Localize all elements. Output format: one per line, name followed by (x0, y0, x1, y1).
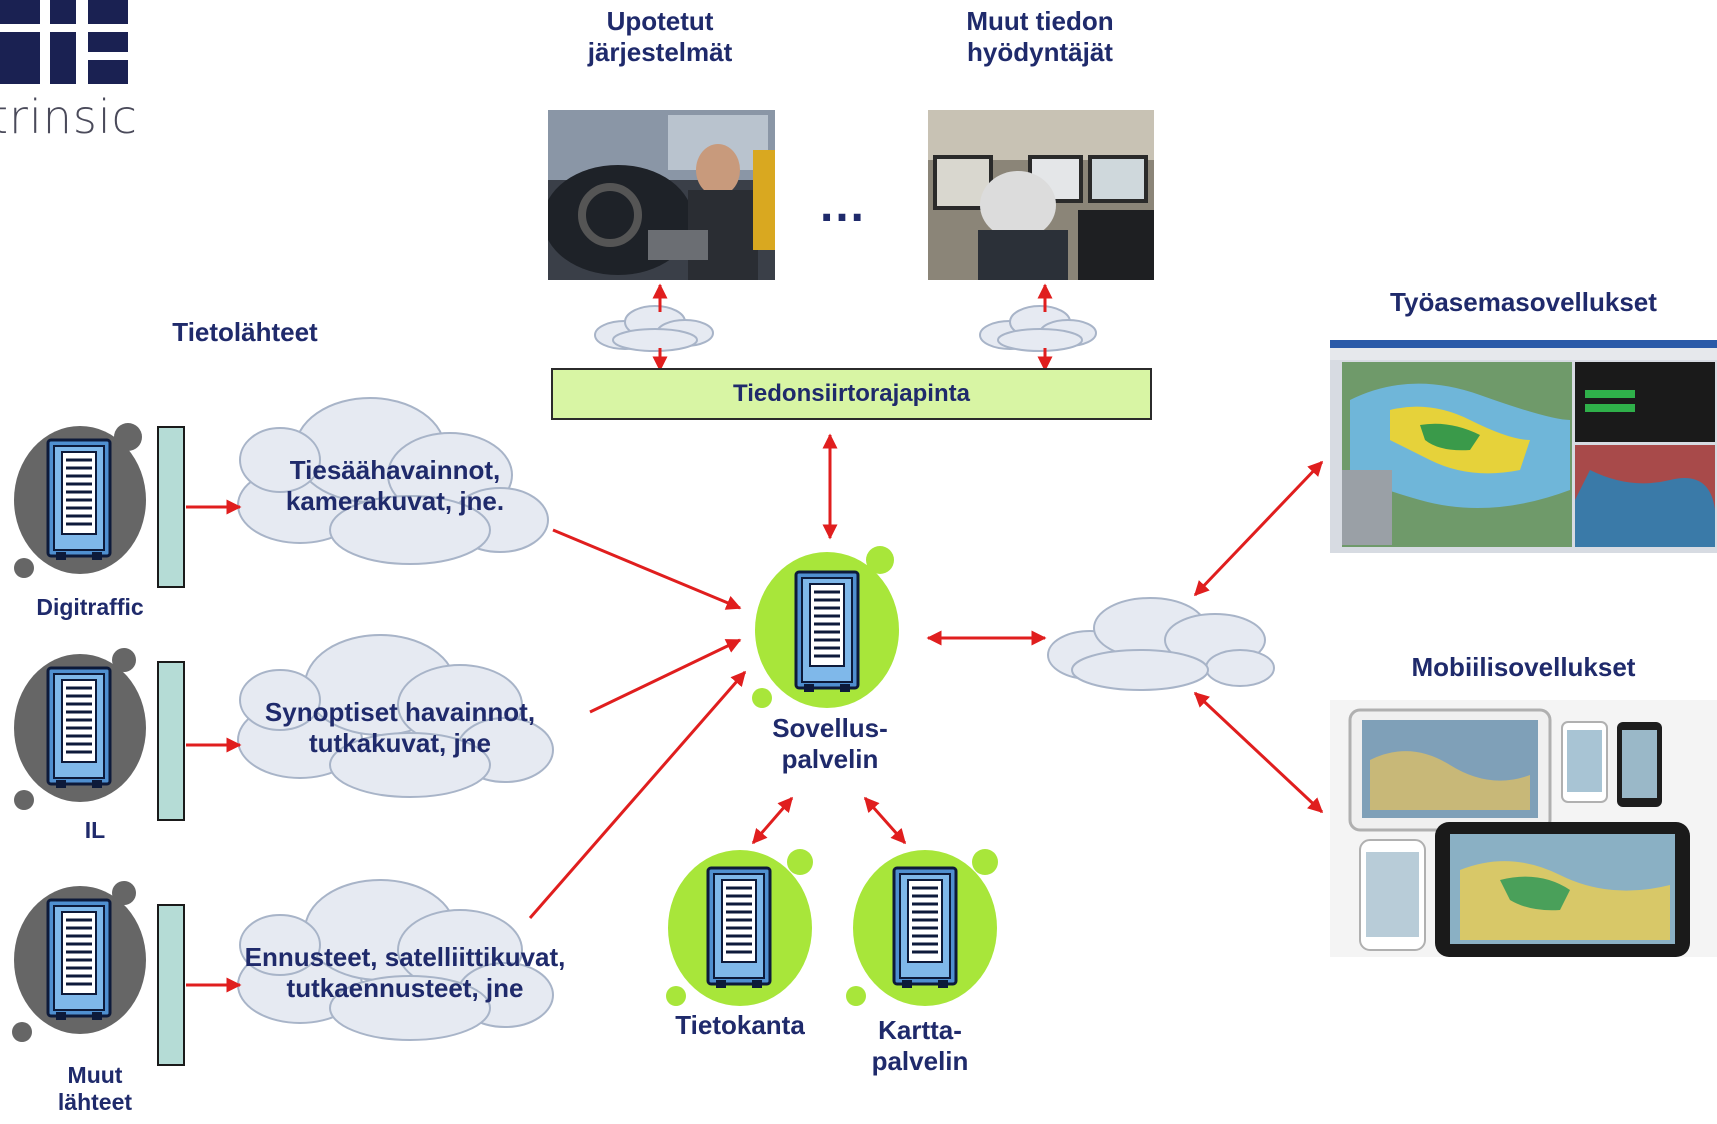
cloud-text-tiesaahavainnot: Tiesäähavainnot, kamerakuvat, jne. (285, 455, 505, 516)
logo-mark (0, 0, 130, 88)
cloud-text-synoptiset: Synoptiset havainnot, tutkakuvat, jne (264, 697, 536, 758)
server-kartta (846, 849, 998, 1006)
title-mobiili: Mobiilisovellukset (1411, 652, 1636, 682)
cloud-tiesaahavainnot (237, 397, 549, 565)
title-tyoasema: Työasemasovellukset (1390, 287, 1657, 317)
source-panel-il (157, 661, 185, 821)
server-tietokanta (666, 849, 813, 1006)
arrow-rightcloud-tyoasema (1193, 460, 1324, 597)
server-label-muut: Muut lähteet (57, 1062, 133, 1116)
source-server-digitraffic (14, 423, 146, 578)
server-label-kartta: Kartta- palvelin (871, 1015, 969, 1076)
photo-upotetut (548, 110, 775, 280)
arrow-sovellus-tietokanta (751, 796, 794, 845)
title-tietolahteet: Tietolähteet (172, 317, 318, 347)
cloud-small-left (594, 305, 714, 352)
cloud-right (1047, 597, 1275, 691)
cloud-small-right (979, 305, 1097, 352)
server-label-sovellus: Sovellus- palvelin (772, 713, 888, 774)
screenshot-tyoasema (1330, 340, 1717, 553)
source-server-il (14, 648, 146, 810)
server-label-digitraffic: Digitraffic (36, 594, 144, 620)
arrow-sovellus-kartta (863, 796, 907, 845)
ellipsis: … (818, 179, 868, 232)
logo: trinsic (0, 0, 137, 144)
title-upotetut: Upotetut järjestelmät (587, 6, 733, 67)
arrow-rightcloud-mobiili (1193, 691, 1324, 814)
interface-box: Tiedonsiirtorajapinta (551, 368, 1152, 420)
source-panel-digitraffic (157, 426, 185, 588)
server-label-tietokanta: Tietokanta (675, 1010, 805, 1040)
arrow-cloud3-sovellus (528, 670, 747, 919)
source-panel-muut (157, 904, 185, 1066)
arrow-cloud2-sovellus (589, 638, 742, 714)
cloud-ennusteet (237, 879, 554, 1041)
title-muut-hyodyntajat: Muut tiedon hyödyntäjät (966, 6, 1114, 67)
arrow-cloud1-sovellus (552, 528, 742, 610)
server-sovellus (752, 546, 899, 708)
photo-muut-hyodyntajat (928, 110, 1154, 280)
cloud-synoptiset (237, 634, 554, 798)
logo-text: trinsic (0, 90, 138, 144)
photo-mobiili (1330, 700, 1717, 957)
server-label-il: IL (84, 817, 106, 843)
cloud-text-ennusteet: Ennusteet, satelliittikuvat, tutkaennust… (244, 942, 566, 1003)
source-server-muut (12, 881, 146, 1042)
